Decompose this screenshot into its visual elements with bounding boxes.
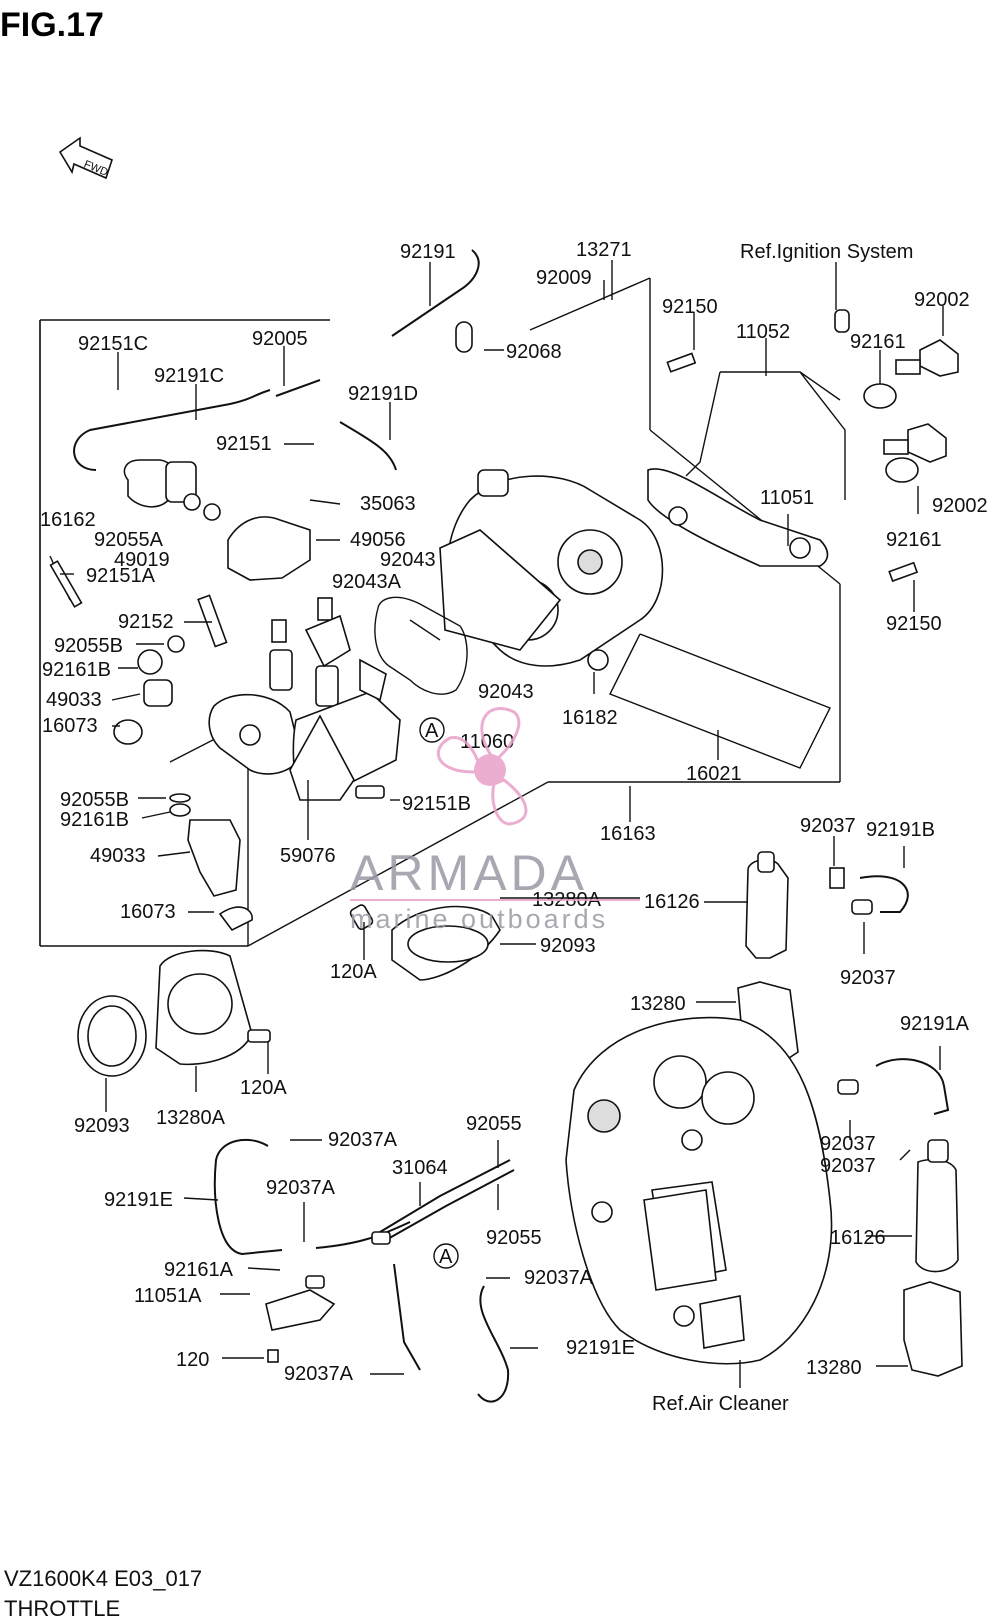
callout: 92043 xyxy=(380,549,436,571)
ignition-bracket xyxy=(647,309,850,567)
callout: 16021 xyxy=(686,763,742,785)
callout: 13280 xyxy=(630,993,686,1015)
callout: 11052 xyxy=(736,321,790,343)
figure-title: FIG.17 xyxy=(0,6,104,44)
callout: 49033 xyxy=(90,845,146,867)
callout: 11060 xyxy=(460,731,514,753)
propeller-logo-icon xyxy=(436,707,528,826)
callout: 92037 xyxy=(820,1155,876,1177)
svg-text:A: A xyxy=(425,720,439,742)
circle-marker-a-lower: A xyxy=(433,1243,459,1269)
callout: 92150 xyxy=(886,613,942,635)
fwd-arrow-icon: FWD xyxy=(58,136,113,180)
callout: 92152 xyxy=(118,611,174,633)
callout: 16182 xyxy=(562,707,618,729)
callout: 92037A xyxy=(328,1129,398,1151)
callout: 59076 xyxy=(280,845,336,867)
callout: 16162 xyxy=(40,509,96,531)
callout: 35063 xyxy=(360,493,416,515)
fuel-filters xyxy=(737,851,963,1377)
callout: 92043 xyxy=(478,681,534,703)
callout: 92055B xyxy=(54,635,123,657)
callout: 92151 xyxy=(216,433,272,455)
callout: 92151C xyxy=(78,333,148,355)
callout: 31064 xyxy=(392,1157,448,1179)
part-callouts: 92191 13271 92009 92068 92150 11052 9216… xyxy=(40,239,988,1385)
intake-flange xyxy=(77,904,501,1077)
callout: 92161A xyxy=(164,1259,234,1281)
callout: 92055A xyxy=(94,529,164,551)
callout: 92151A xyxy=(86,565,156,587)
callout: 92191 xyxy=(400,241,456,263)
callout: 92191E xyxy=(104,1189,173,1211)
lower-hoses xyxy=(213,1138,515,1403)
callout: 11051A xyxy=(134,1285,202,1307)
callout: 120A xyxy=(330,961,377,983)
armada-watermark: ARMADA marine outboards xyxy=(350,707,640,934)
watermark-brand: ARMADA xyxy=(350,845,588,901)
callout: 49056 xyxy=(350,529,406,551)
callout: 92191A xyxy=(900,1013,970,1035)
watermark-tagline: marine outboards xyxy=(350,904,608,934)
callout: 92161 xyxy=(850,331,906,353)
callout: 92161 xyxy=(886,529,942,551)
callout: 92150 xyxy=(662,296,718,318)
callout: 92002 xyxy=(914,289,970,311)
callout: 92037 xyxy=(800,815,856,837)
leader-lines xyxy=(60,260,944,1388)
callout: 92151B xyxy=(402,793,471,815)
callout: 49019 xyxy=(114,549,170,571)
throttle-body xyxy=(439,469,664,671)
callout: 11051 xyxy=(760,487,814,509)
callout: 92037A xyxy=(524,1267,594,1289)
callout: 92002 xyxy=(932,495,988,517)
callout: 16126 xyxy=(830,1227,886,1249)
callout: 13271 xyxy=(576,239,632,261)
callout: 92191C xyxy=(154,365,224,387)
callout: 92093 xyxy=(540,935,596,957)
callout: 120 xyxy=(176,1349,209,1371)
right-fasteners xyxy=(666,339,959,583)
callout: 16073 xyxy=(120,901,176,923)
callout: 92068 xyxy=(506,341,562,363)
callout: 92037 xyxy=(840,967,896,989)
callout: 92093 xyxy=(74,1115,130,1137)
callout: 92043A xyxy=(332,571,402,593)
callout: 120A xyxy=(240,1077,287,1099)
callout: 16073 xyxy=(42,715,98,737)
callout: 16163 xyxy=(600,823,656,845)
callout: 92055 xyxy=(466,1113,522,1135)
callout: 92037A xyxy=(284,1363,354,1385)
callout: 92037A xyxy=(266,1177,336,1199)
callout: 13280 xyxy=(806,1357,862,1379)
upper-hoses xyxy=(73,249,480,471)
footer-section: THROTTLE xyxy=(4,1596,120,1621)
air-cleaner-housing xyxy=(565,1016,833,1365)
callout: 92191B xyxy=(866,819,935,841)
ref-air-cleaner: Ref.Air Cleaner xyxy=(652,1393,789,1415)
fuel-rail xyxy=(269,597,401,801)
circle-marker-a-upper: A xyxy=(419,717,445,743)
callout: 92161B xyxy=(42,659,111,681)
callout: 92009 xyxy=(536,267,592,289)
svg-text:A: A xyxy=(439,1246,453,1268)
callout: 92161B xyxy=(60,809,129,831)
callout: 92005 xyxy=(252,328,308,350)
callout: 92037 xyxy=(820,1133,876,1155)
callout: 16126 xyxy=(644,891,700,913)
callout: 92191D xyxy=(348,383,418,405)
callout: 13280A xyxy=(156,1107,226,1129)
callout: 92055B xyxy=(60,789,129,811)
footer-model-code: VZ1600K4 E03_017 xyxy=(4,1566,202,1591)
left-components xyxy=(49,459,311,932)
ref-ignition-system: Ref.Ignition System xyxy=(740,241,913,263)
callout: 49033 xyxy=(46,689,102,711)
gasket-11060 xyxy=(374,596,468,695)
callout: 92191E xyxy=(566,1337,635,1359)
callout: 92055 xyxy=(486,1227,542,1249)
